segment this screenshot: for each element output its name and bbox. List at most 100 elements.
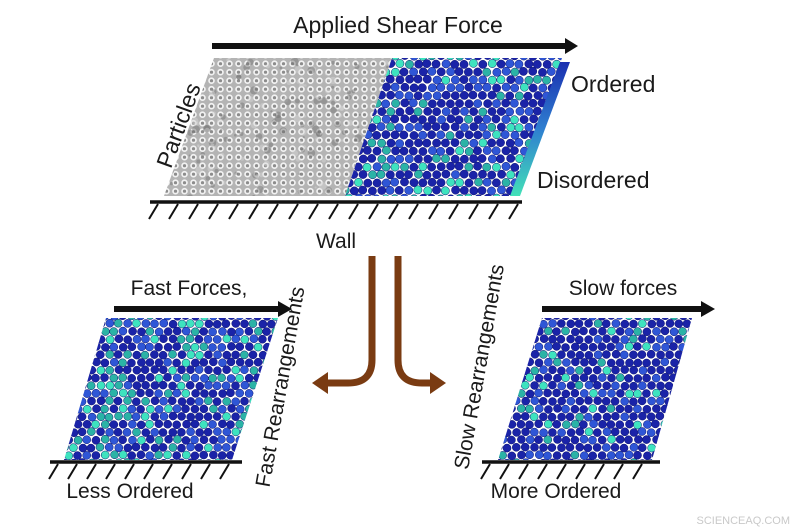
particle	[533, 106, 542, 116]
micrograph-grain	[345, 134, 349, 138]
particle	[498, 420, 508, 429]
particle	[82, 451, 91, 460]
particle	[507, 326, 516, 336]
particle	[664, 397, 674, 407]
particle	[409, 131, 419, 140]
particle	[538, 58, 548, 61]
micrograph-grain	[209, 90, 216, 97]
particle	[186, 350, 196, 360]
particle	[473, 130, 483, 140]
particle	[427, 58, 437, 61]
particle	[217, 318, 227, 321]
particle	[409, 67, 419, 77]
slow-force-arrow	[542, 301, 715, 317]
particle	[561, 318, 570, 321]
particle	[620, 381, 630, 391]
particle	[524, 59, 534, 69]
particle	[159, 365, 168, 375]
particle	[450, 154, 460, 164]
particle	[524, 75, 534, 85]
particle	[652, 343, 661, 352]
particle	[592, 459, 602, 460]
particle	[427, 115, 437, 124]
particle	[381, 194, 391, 196]
particle	[669, 404, 679, 413]
particle	[530, 334, 539, 344]
micrograph-grain	[383, 60, 389, 65]
particle	[172, 404, 182, 414]
particle	[459, 60, 469, 69]
particle	[409, 162, 419, 172]
particle	[372, 115, 382, 125]
particle	[507, 342, 516, 352]
particle	[547, 443, 557, 452]
micrograph-grain	[234, 133, 237, 137]
particle	[127, 318, 136, 321]
particle	[556, 114, 562, 124]
particle	[195, 412, 204, 422]
particle	[638, 366, 648, 375]
particle	[381, 162, 391, 172]
particle	[262, 318, 272, 321]
particle	[533, 91, 543, 100]
particle	[413, 107, 423, 117]
particle	[656, 319, 665, 328]
particle	[371, 194, 381, 196]
particle	[446, 83, 456, 93]
particle	[584, 351, 594, 360]
particle	[543, 373, 553, 382]
particle	[534, 388, 543, 398]
particle	[583, 366, 593, 376]
particle	[575, 350, 585, 360]
particle	[678, 419, 688, 429]
particle	[678, 451, 688, 460]
particle	[510, 58, 519, 61]
particle	[560, 123, 562, 132]
particle	[91, 318, 101, 320]
particle	[534, 342, 544, 352]
micrograph-grain	[314, 186, 317, 189]
particle	[625, 342, 634, 351]
particle	[525, 373, 534, 382]
particle	[629, 381, 638, 391]
particle	[78, 319, 87, 329]
particle	[181, 436, 191, 445]
particle	[64, 435, 73, 445]
particle	[516, 342, 526, 352]
particle	[616, 373, 625, 382]
particle	[235, 374, 244, 383]
particle	[656, 443, 666, 452]
micrograph-grain	[188, 154, 191, 157]
micrograph-grain	[296, 64, 299, 67]
particle	[625, 358, 634, 368]
particle	[83, 342, 92, 352]
particle	[561, 154, 562, 164]
particle	[150, 365, 160, 374]
particle	[177, 319, 187, 329]
particle	[91, 451, 101, 460]
particle	[674, 381, 683, 391]
particle	[172, 420, 181, 430]
particle	[660, 435, 670, 445]
particle	[362, 162, 372, 172]
particle	[469, 58, 478, 68]
particle	[77, 427, 87, 437]
particle	[501, 146, 511, 156]
particle	[547, 146, 556, 156]
particle	[127, 374, 136, 383]
particle	[539, 334, 549, 344]
particle	[105, 335, 115, 345]
particle	[154, 419, 164, 429]
particle	[381, 99, 391, 109]
particle	[432, 170, 442, 180]
particle	[239, 443, 249, 452]
particle	[212, 335, 222, 344]
particle	[516, 327, 525, 336]
particle	[615, 404, 625, 414]
particle	[602, 443, 611, 452]
particle	[177, 458, 186, 460]
particle	[168, 381, 177, 391]
particle	[566, 334, 575, 344]
particle	[358, 154, 368, 164]
